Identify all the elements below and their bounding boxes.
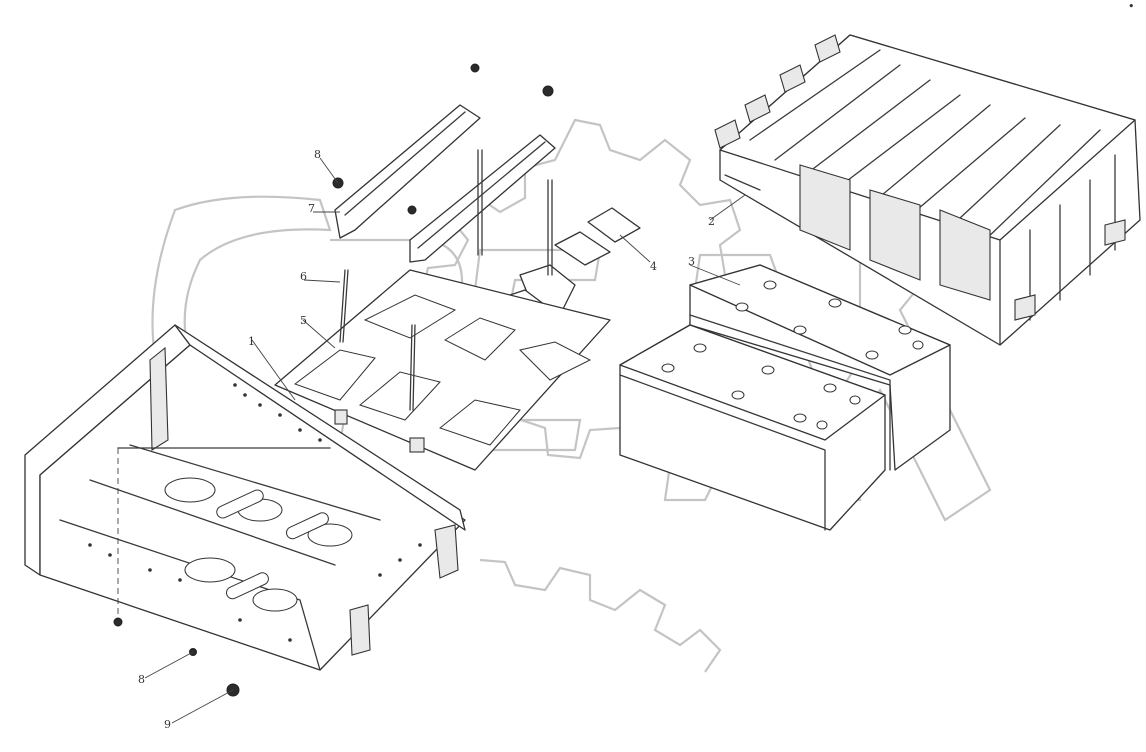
- callout-9: 9: [164, 718, 171, 731]
- callout-1: 1: [248, 335, 255, 348]
- callout-3: 3: [688, 255, 695, 268]
- callout-6: 6: [300, 270, 307, 283]
- battery-cover: [714, 34, 1141, 346]
- callout-8-bottom: 8: [138, 673, 145, 686]
- battery-box-frame: [24, 324, 466, 671]
- callout-labels: 1 2 3 4 5 6 7 8 8 9 •: [138, 0, 1135, 731]
- battery-front: [619, 324, 886, 531]
- callout-2: 2: [708, 215, 715, 228]
- battery-tray: [274, 269, 611, 471]
- clamp-bars: [332, 63, 556, 276]
- callout-7: 7: [308, 202, 315, 215]
- callout-leaders: [144, 157, 746, 724]
- callout-8-top: 8: [314, 148, 321, 161]
- callout-5: 5: [300, 314, 307, 327]
- corner-mark: •: [1128, 0, 1135, 13]
- battery-rear: [689, 264, 951, 471]
- callout-4: 4: [650, 260, 657, 273]
